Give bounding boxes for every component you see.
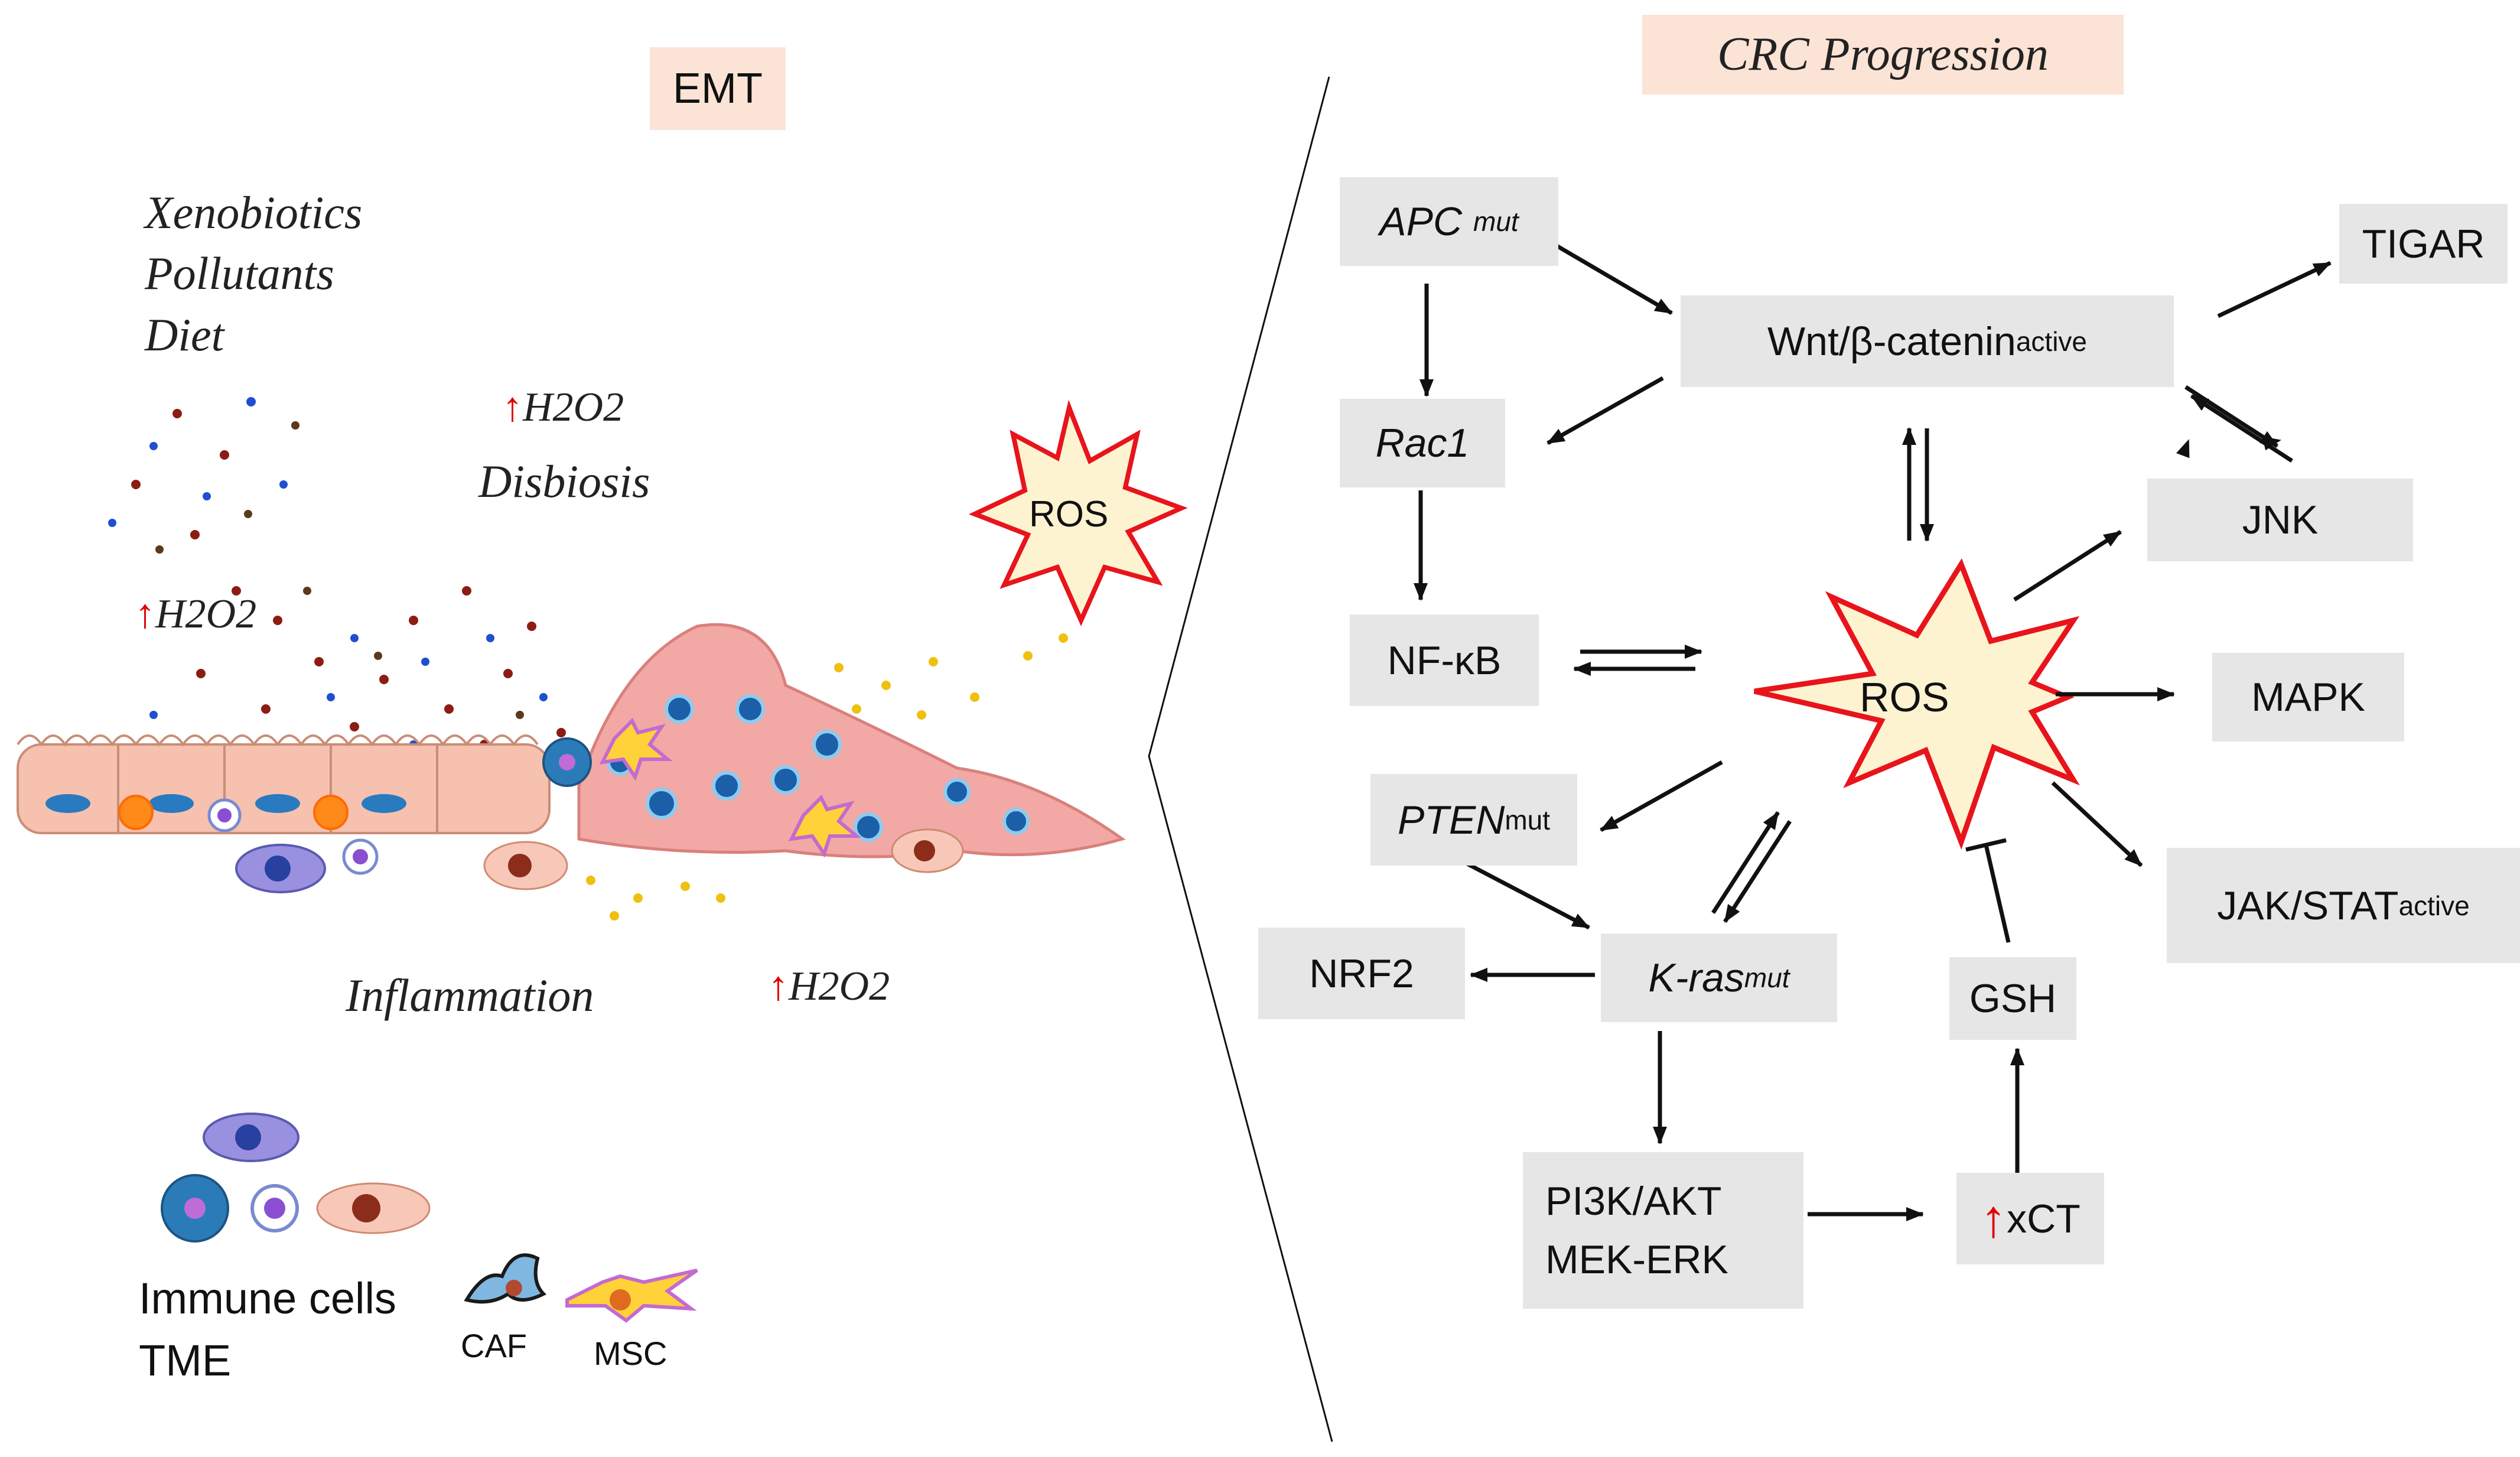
tumor-mass (542, 623, 1126, 858)
msc-cell-icon (565, 1269, 698, 1323)
arrow-wnt-tigar (2217, 261, 2332, 318)
ros-small-label: ROS (1029, 494, 1109, 535)
h2o2-label-bottom: ↑H2O2 (768, 964, 890, 1009)
factor-diet: Diet (145, 309, 224, 360)
tme-label: TME (139, 1336, 232, 1385)
node-jnk: JNK (2147, 479, 2413, 561)
ros-central-label: ROS (1860, 674, 1949, 720)
node-rac1: Rac1 (1340, 399, 1505, 487)
arrow-ros-jakstat (2051, 781, 2143, 867)
arrow-wnt-jnk (2184, 385, 2278, 448)
node-apc: APC mut (1340, 177, 1558, 266)
emt-header: EMT (650, 47, 786, 130)
up-arrow-icon: ↑ (1980, 1189, 2007, 1248)
dysbiosis-label: Disbiosis (478, 456, 650, 507)
inflammation-label: Inflammation (346, 970, 594, 1021)
caf-cell-icon (464, 1253, 547, 1304)
particles (108, 397, 1068, 921)
arrow-wnt-rac1 (1546, 376, 1664, 445)
node-tigar: TIGAR (2339, 204, 2508, 284)
factor-xenobiotics: Xenobiotics (145, 187, 363, 238)
node-mapk: MAPK (2212, 653, 2404, 741)
up-arrow-icon: ↑ (135, 591, 155, 637)
node-nfkb: NF-κB (1350, 614, 1539, 706)
arrow-apc-wnt (1549, 240, 1673, 316)
up-arrow-icon: ↑ (502, 385, 523, 430)
arrow-ros-pten (1600, 760, 1723, 832)
crc-title: CRC Progression (1717, 28, 2049, 80)
crc-header: CRC Progression (1642, 15, 2124, 95)
arrow-jnk-wnt (2190, 394, 2293, 463)
immune-cells-cluster (118, 795, 964, 893)
panel-separator (1148, 76, 1333, 1442)
legend-cells (161, 1113, 698, 1323)
arrow-pten-kras (1464, 860, 1590, 930)
ros-burst-central (1753, 558, 2080, 850)
arrow-kras-ros (1711, 811, 1780, 914)
h2o2-label-top: ↑H2O2 (502, 385, 624, 430)
up-arrow-icon: ↑ (768, 964, 789, 1009)
arrow-ros-kras (1723, 820, 1792, 923)
caf-label: CAF (461, 1327, 527, 1364)
node-xct: ↑xCT (1956, 1173, 2104, 1264)
arrow-ros-jnk (2013, 530, 2122, 601)
node-gsh: GSH (1949, 957, 2076, 1040)
inhibit-gsh-ros (1965, 838, 2011, 943)
factor-pollutants: Pollutants (145, 248, 334, 299)
immune-cells-label: Immune cells (139, 1274, 396, 1323)
h2o2-label-left: ↑H2O2 (135, 591, 257, 637)
ros-burst-small (968, 399, 1188, 626)
emt-title: EMT (673, 65, 763, 112)
msc-label: MSC (594, 1335, 668, 1372)
node-nrf2: NRF2 (1258, 928, 1465, 1019)
node-pi3k-mek: PI3K/AKT MEK-ERK (1523, 1152, 1803, 1309)
